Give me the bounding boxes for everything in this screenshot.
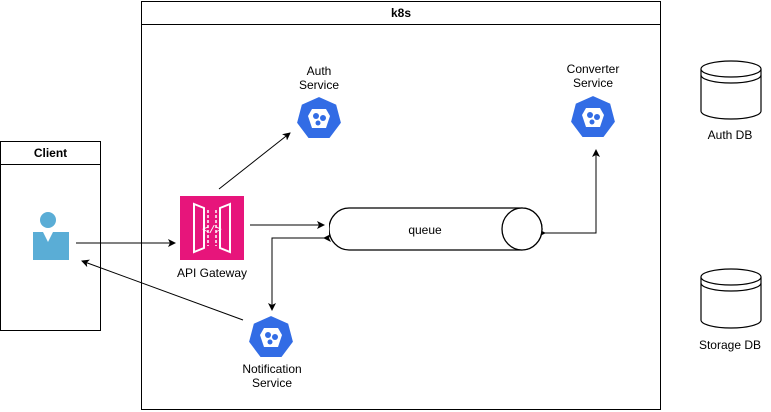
notification-service-label: Notification Service bbox=[242, 362, 302, 390]
queue-shape bbox=[329, 207, 543, 251]
edge-queue-converter bbox=[538, 149, 600, 237]
notification-service-kubernetes-icon bbox=[246, 313, 296, 359]
client-title: Client bbox=[1, 142, 100, 165]
storage-db-label: Storage DB bbox=[698, 338, 762, 352]
client-container: Client bbox=[0, 141, 101, 331]
api-gateway-icon: </> bbox=[180, 196, 244, 260]
converter-service-label: Converter Service bbox=[566, 62, 620, 90]
edge-notification-to-client bbox=[81, 259, 244, 321]
k8s-title: k8s bbox=[142, 2, 660, 25]
auth-service-label: Auth Service bbox=[298, 64, 339, 92]
storage-db-icon bbox=[700, 268, 762, 329]
edge-queue-notification bbox=[268, 234, 331, 311]
auth-db-label: Auth DB bbox=[707, 128, 753, 142]
user-icon bbox=[33, 212, 69, 260]
auth-service-kubernetes-icon bbox=[294, 94, 344, 140]
svg-text:</>: </> bbox=[202, 225, 222, 237]
auth-db-icon bbox=[700, 60, 762, 120]
edge-gateway-to-auth bbox=[218, 132, 291, 190]
converter-service-kubernetes-icon bbox=[568, 93, 618, 139]
api-gateway-label: API Gateway bbox=[176, 266, 248, 280]
queue-label: queue bbox=[408, 223, 442, 237]
